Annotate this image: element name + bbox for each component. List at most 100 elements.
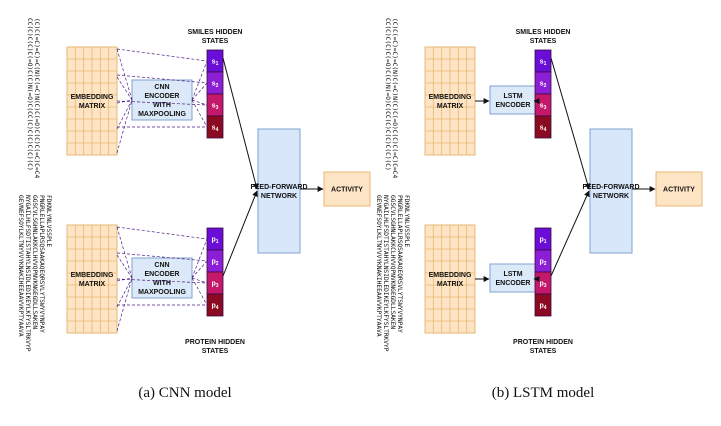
panel-a-smiles-conv-link bbox=[116, 74, 208, 84]
panel-b-ffn-label-line: FEED-FORWARD bbox=[582, 184, 639, 191]
panel-b-protein-states-label: PROTEIN HIDDEN bbox=[513, 339, 573, 346]
panel-a-protein-encoder-label-line: ENCODER bbox=[144, 271, 179, 278]
panel-b-protein-embedding-label-line: MATRIX bbox=[437, 281, 464, 288]
panel-b-protein-sequence-line: FDKNLYNLVSSPLE bbox=[403, 195, 410, 247]
panel-a-protein-sequence-line: GGSCVLSGHNLAKKCLHVVQPNVKNGEGDLLSAKEN bbox=[31, 195, 38, 329]
panel-a-smiles-conv-link bbox=[116, 100, 208, 106]
panel-b-smiles-sequence-line: CC(C)C(C)C(=O)C(C)N(=O)C(CC(C)C(C)C(C)(C… bbox=[384, 18, 391, 171]
panel-b-protein-encoder-label-line: LSTM bbox=[503, 271, 522, 278]
panel-a-smiles-sequence-line: CC(C)C(C)C(=O)C(C)N(=O)C(CC(C)C(C)C(C)(C… bbox=[26, 18, 33, 171]
panel-a-protein-conv-link bbox=[116, 277, 133, 332]
panel-b-caption: (b) LSTM model bbox=[492, 385, 595, 401]
panel-a-smiles-conv-link bbox=[116, 48, 208, 62]
panel-b-ffn-box bbox=[589, 128, 633, 254]
panel-a-smiles-embedding-label-line: EMBEDDING bbox=[71, 94, 114, 101]
panel-a-smiles-sequence-line: (C)C(=C)=C)=C(N)C(=C)N(C)C(=O)C(C)C(=C)C… bbox=[33, 18, 40, 178]
panel-b-smiles-cells-cell-label: s4 bbox=[540, 125, 547, 134]
panel-a-protein-conv-link bbox=[191, 277, 208, 284]
panel-a-smiles-conv-link bbox=[191, 99, 208, 128]
panel-a-protein-cells-cell-label: p4 bbox=[211, 303, 218, 312]
panel-a-protein-embedding: EMBEDDING MATRIX bbox=[66, 224, 118, 334]
panel-b-protein-cells-cell-label: p2 bbox=[539, 259, 546, 268]
panel-b-protein-cells-cell bbox=[534, 293, 552, 317]
panel-a-smiles-embedding: EMBEDDING MATRIX bbox=[66, 46, 118, 156]
panel-a-activity-box bbox=[323, 171, 371, 207]
panel-a-protein-cells-cell-label: p2 bbox=[211, 259, 218, 268]
panel-a-smiles-cells-cell-sub: 1 bbox=[216, 61, 219, 67]
panel-b-protein-sequence-line: PNGRLELLAPLRSQSAAKAQEQRSVLYTSWYVYNPAY bbox=[396, 195, 403, 333]
panel-a-smiles-encoder-label-line: WITH bbox=[153, 102, 171, 109]
panel-a-protein-conv-link bbox=[116, 254, 133, 279]
panel-a-protein-cells-cell-sub: 2 bbox=[216, 261, 219, 267]
panel-a-protein-sequence-line: NYGAILHLFSDTISTAHYLNSIDLEDIKEYLKFYSLTRKV… bbox=[24, 195, 31, 352]
panel-b-smiles-states-label: STATES bbox=[530, 38, 557, 45]
panel-a-smiles-conv-link bbox=[116, 48, 133, 101]
panel-a-protein-cells-cell-label: p1 bbox=[211, 237, 218, 246]
panel-b-smiles-encoder-label-line: LSTM bbox=[503, 93, 522, 100]
panel-a-smiles-conv-link bbox=[116, 99, 133, 130]
panel-a-smiles-cells-cell-label: s3 bbox=[212, 103, 219, 112]
panel-b-smiles-sequence-line: (C)C(=C)=C)=C(N)C(=C)N(C)C(=O)C(C)C(=C)C… bbox=[391, 18, 398, 178]
panel-a-ffn-label-line: FEED-FORWARD bbox=[250, 184, 307, 191]
panel-a-ffn-label-line: NETWORK bbox=[261, 193, 297, 200]
panel-a-protein-conv-link bbox=[191, 238, 208, 279]
panel-b-protein-cells-cell-label: p3 bbox=[539, 281, 546, 290]
panel-a-activity: ACTIVITY bbox=[323, 171, 371, 207]
panel-b-protein-to-ffn-arrow bbox=[550, 190, 590, 277]
panel-a-protein-conv-link bbox=[116, 252, 208, 262]
panel-a-protein-sequence-line: GEVNEFSOYLKLTNYVVYKNAKIHEEAAVVKPTYAAVA bbox=[17, 195, 24, 337]
panel-a-protein-embedding-label-line: MATRIX bbox=[79, 281, 106, 288]
panel-a-smiles-encoder-label-line: ENCODER bbox=[144, 93, 179, 100]
panel-a-smiles-encoder-label-line: CNN bbox=[154, 84, 169, 91]
panel-b-protein-cells-cell-sub: 3 bbox=[544, 283, 547, 289]
panel-a-smiles-conv-link bbox=[116, 76, 133, 101]
panel-b-protein-cells-cell-sub: 2 bbox=[544, 261, 547, 267]
panel-a: CC(C)C(C)C(=O)C(C)N(=O)C(CC(C)C(C)C(C)(C… bbox=[17, 18, 371, 401]
panel-b-activity-label: ACTIVITY bbox=[663, 187, 695, 194]
panel-b-smiles-encoder-box bbox=[489, 85, 537, 115]
panel-b-protein-cells-cell-sub: 4 bbox=[544, 305, 547, 311]
panel-a-smiles-states-label: SMILES HIDDEN bbox=[188, 29, 243, 36]
panel-a-ffn-label: FEED-FORWARD NETWORK bbox=[250, 184, 307, 200]
panel-a-smiles-conv-link bbox=[191, 99, 208, 106]
panel-b-smiles-cells-cell-sub: 1 bbox=[544, 61, 547, 67]
panel-a-smiles-encoder-box bbox=[131, 79, 193, 121]
panel-b-smiles-sequence: CC(C)C(C)C(=O)C(C)N(=O)C(CC(C)C(C)C(C)(C… bbox=[384, 18, 398, 178]
panel-a-smiles-cells-cell-label: s1 bbox=[212, 59, 219, 68]
panel-b-smiles-embedding-label-line: MATRIX bbox=[437, 103, 464, 110]
panel-a-ffn: FEED-FORWARD NETWORK bbox=[250, 128, 308, 254]
panel-a-protein-sequence-line: FDKNLYNLVSSPLE bbox=[45, 195, 52, 247]
panel-a-protein-cells: p1 p2 p3 p4 bbox=[206, 227, 224, 317]
panel-a-smiles-states-label: STATES bbox=[202, 38, 229, 45]
panel-b-smiles-cells-cell-label: s1 bbox=[540, 59, 547, 68]
panel-a-activity-label: ACTIVITY bbox=[331, 187, 363, 194]
panel-a-protein-embedding-label-line: EMBEDDING bbox=[71, 272, 114, 279]
panel-b-protein-sequence-line: NYGAILHLFSDTISTAHYLNSIDLEDIKEYLKFYSLTRKV… bbox=[382, 195, 389, 352]
panel-b-smiles-cells-cell-label: s2 bbox=[540, 81, 547, 90]
panel-a-protein-encoder-label-line: CNN bbox=[154, 262, 169, 269]
panel-a-protein-cells-cell-label: p3 bbox=[211, 281, 218, 290]
panel-a-protein-conv-link bbox=[191, 260, 208, 279]
panel-b-protein-sequence-line: GEVNEFSOYLKLTNYVVYKNAKIHEEAAVVKPTYAAVA bbox=[375, 195, 382, 337]
panel-a-smiles-cells-cell-sub: 2 bbox=[216, 83, 219, 89]
panel-a-protein-embedding-label: EMBEDDING MATRIX bbox=[71, 272, 114, 288]
panel-a-smiles-conv-link bbox=[116, 99, 133, 154]
panel-a-protein-conv-link bbox=[116, 278, 208, 284]
panel-a-smiles-embedding-label-line: MATRIX bbox=[79, 103, 106, 110]
panel-a-protein-cells-cell-sub: 4 bbox=[216, 305, 219, 311]
panel-a-protein-states-label: PROTEIN HIDDEN bbox=[185, 339, 245, 346]
panel-b-smiles-states-label: SMILES HIDDEN bbox=[516, 29, 571, 36]
